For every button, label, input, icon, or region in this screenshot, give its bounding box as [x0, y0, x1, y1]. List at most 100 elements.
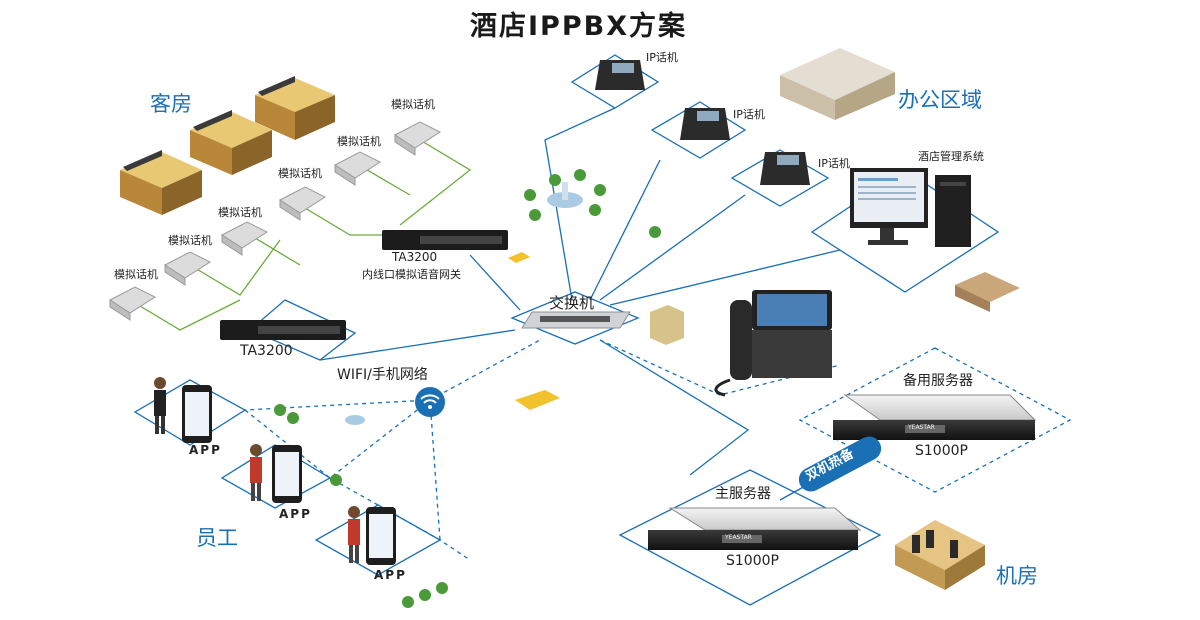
analog-line-1	[399, 139, 472, 226]
tree-icon	[649, 226, 661, 238]
page-title: 酒店IPPBX方案	[470, 11, 688, 42]
analog-phone-label: 模拟话机	[391, 98, 435, 111]
analog-line-6	[129, 299, 241, 331]
analog-phone-label: 模拟话机	[337, 135, 381, 148]
tree-icon	[274, 404, 286, 416]
switch-label: 交换机	[549, 294, 595, 312]
main-server-model: S1000P	[726, 553, 779, 569]
tree-decorations	[274, 169, 661, 608]
analog-phone-label: 模拟话机	[168, 234, 212, 247]
wifi-label: WIFI/手机网络	[337, 367, 428, 383]
analog-phones	[109, 121, 442, 321]
analog-phone-icon	[394, 121, 442, 156]
smartphone-icon	[272, 445, 302, 503]
analog-line-3	[299, 204, 395, 236]
switch-zone	[510, 291, 640, 345]
tree-icon	[594, 184, 606, 196]
staff-person-icon	[154, 377, 166, 434]
hotel-system-label: 酒店管理系统	[918, 150, 984, 163]
backup-server-device	[833, 394, 1037, 440]
reception-desk-icon	[955, 272, 1020, 312]
staff-zone-2	[220, 444, 332, 509]
guest-room-1	[255, 76, 335, 140]
ip-phone-label: IP话机	[818, 157, 850, 170]
analog-phone-icon	[279, 186, 327, 221]
line-wifi-staff1	[244, 399, 431, 411]
analog-phone-icon	[109, 286, 157, 321]
tree-icon	[529, 209, 541, 221]
ta3200-description: 内线口模拟语音网关	[362, 268, 461, 281]
guest-room-3	[120, 150, 202, 215]
network-lines	[133, 54, 1000, 606]
guest-rooms	[120, 76, 335, 215]
zone-label-guest-room: 客房	[150, 92, 192, 116]
app-label: APP	[189, 443, 222, 457]
fountain-icon	[547, 182, 583, 208]
taxi-icon	[508, 252, 560, 410]
guest-room-2	[190, 110, 272, 175]
tree-icon	[287, 412, 299, 424]
ip-phone-icon	[680, 108, 730, 140]
desk-video-phone	[714, 290, 832, 397]
staff-person-icon	[348, 506, 360, 563]
line-wifi-staff2	[329, 399, 431, 479]
analog-phone-icon	[164, 251, 212, 286]
tree-icon	[402, 596, 414, 608]
wifi-icon	[415, 387, 445, 417]
ta3200-bottom-device	[220, 320, 346, 340]
staff-phones	[182, 385, 396, 565]
line-switch-ta3200	[469, 254, 521, 311]
staff-persons	[154, 377, 360, 563]
line-switch-ta3200-bottom	[319, 329, 516, 361]
analog-phone-icon	[334, 151, 382, 186]
ip-phone-icon	[760, 152, 810, 185]
app-label: APP	[374, 568, 407, 582]
analog-phone-label: 模拟话机	[278, 167, 322, 180]
analog-lines	[129, 139, 472, 331]
zone-label-machine-room: 机房	[996, 564, 1038, 588]
backup-server-label: 备用服务器	[903, 373, 973, 389]
ip-phone-label: IP话机	[646, 51, 678, 64]
zone-label-office: 办公区域	[898, 88, 982, 112]
machine-room-icon	[895, 520, 985, 590]
main-server-device	[648, 507, 862, 550]
main-server-label: 主服务器	[715, 486, 771, 502]
line-switch-system	[609, 249, 841, 306]
building-icon	[650, 305, 684, 345]
analog-line-4	[249, 234, 301, 266]
backup-server-zone	[798, 347, 1072, 493]
hot-standby-badge	[779, 436, 882, 501]
ip-phone-icon	[595, 60, 645, 90]
tree-icon	[436, 582, 448, 594]
tree-icon	[419, 589, 431, 601]
app-label: APP	[279, 507, 312, 521]
ip-phone-zone-2	[650, 101, 747, 159]
line-switch-ip3	[599, 194, 746, 301]
ta3200-bottom-label: TA3200	[240, 343, 293, 359]
office-room-icon	[780, 48, 895, 120]
line-switch-server	[599, 339, 750, 476]
staff-person-icon	[250, 444, 262, 501]
analog-phone-icon	[221, 221, 269, 256]
ta3200-top-device	[382, 230, 508, 250]
ip-phone-zone-3	[730, 149, 830, 207]
tree-icon	[549, 174, 561, 186]
switch-device	[521, 311, 631, 329]
line-wifi-switch	[429, 339, 541, 401]
tree-icon	[574, 169, 586, 181]
ip-phone-label: IP话机	[733, 108, 765, 121]
small-fountain-icon	[345, 415, 365, 425]
line-switch-ip1	[544, 107, 616, 301]
rack-brand-label: YEASTAR	[908, 424, 935, 431]
ip-phones	[595, 60, 810, 185]
analog-line-5	[189, 239, 281, 296]
line-switch-ip2	[589, 159, 661, 301]
hotel-system-computer	[850, 168, 971, 247]
zone-label-staff: 员工	[196, 526, 238, 550]
backup-server-model: S1000P	[915, 443, 968, 459]
tree-icon	[524, 189, 536, 201]
analog-phone-label: 模拟话机	[114, 268, 158, 281]
staff-zone-1	[133, 379, 247, 446]
analog-phone-label: 模拟话机	[218, 206, 262, 219]
